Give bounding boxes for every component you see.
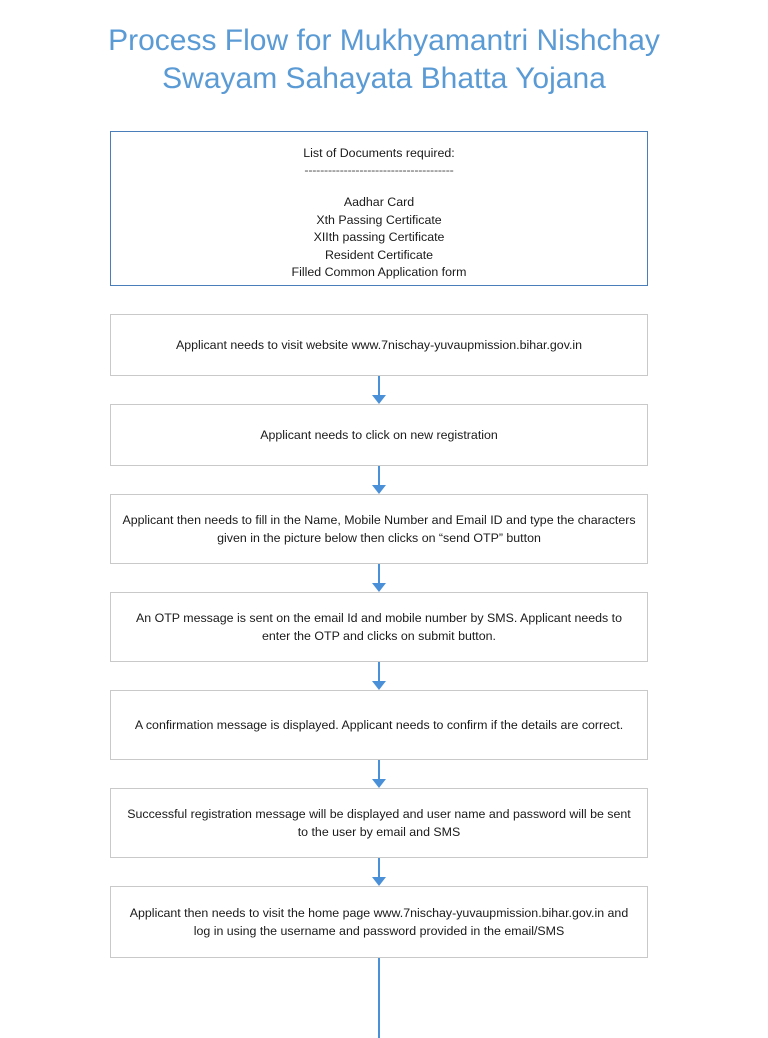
step-text: Successful registration message will be … xyxy=(127,807,631,839)
list-item: Aadhar Card xyxy=(343,195,415,209)
step-box-successful-registration: Successful registration message will be … xyxy=(110,788,648,858)
documents-required-box: List of Documents required: ------------… xyxy=(110,131,648,286)
list-item: Filled Common Application form xyxy=(291,265,467,279)
arrow-stem xyxy=(378,858,380,878)
arrow-stem xyxy=(378,958,380,1038)
arrow-stem xyxy=(378,760,380,780)
documents-heading: List of Documents required: xyxy=(303,146,455,160)
step-text: Applicant needs to visit website www.7ni… xyxy=(175,338,583,352)
arrow-down-icon xyxy=(372,395,386,404)
connector-arrow-3 xyxy=(110,564,648,592)
arrow-down-icon xyxy=(372,877,386,886)
step-box-new-registration: Applicant needs to click on new registra… xyxy=(110,404,648,466)
step-box-login-home-page: Applicant then needs to visit the home p… xyxy=(110,886,648,958)
step-text: Applicant needs to click on new registra… xyxy=(260,428,498,442)
list-item: Xth Passing Certificate xyxy=(316,212,442,227)
step-box-confirmation-message: A confirmation message is displayed. App… xyxy=(110,690,648,760)
arrow-down-icon xyxy=(372,485,386,494)
step-box-otp-message: An OTP message is sent on the email Id a… xyxy=(110,592,648,662)
step-text: A confirmation message is displayed. App… xyxy=(134,718,624,732)
arrow-down-icon xyxy=(372,779,386,788)
list-item: Resident Certificate xyxy=(324,247,434,262)
documents-list: Aadhar Card Xth Passing Certificate XIIt… xyxy=(121,194,637,282)
arrow-stem xyxy=(378,564,380,584)
step-text: Applicant then needs to fill in the Name… xyxy=(122,513,636,545)
arrow-down-icon xyxy=(372,583,386,592)
list-item: XIIth passing Certificate xyxy=(313,230,445,244)
connector-arrow-5 xyxy=(110,760,648,788)
page-title: Process Flow for Mukhyamantri Nishchay S… xyxy=(40,22,728,98)
page-title-line-1: Process Flow for Mukhyamantri Nishchay xyxy=(108,24,660,57)
step-box-fill-details: Applicant then needs to fill in the Name… xyxy=(110,494,648,564)
arrow-stem xyxy=(378,376,380,396)
process-flow: List of Documents required: ------------… xyxy=(110,131,648,1038)
connector-line-continues xyxy=(110,958,648,1038)
step-text: An OTP message is sent on the email Id a… xyxy=(135,611,623,643)
connector-arrow-1 xyxy=(110,376,648,404)
arrow-down-icon xyxy=(372,681,386,690)
connector-arrow-4 xyxy=(110,662,648,690)
arrow-stem xyxy=(378,662,380,682)
step-text: Applicant then needs to visit the home p… xyxy=(129,906,629,938)
connector-spacer-docs xyxy=(110,286,648,314)
documents-separator: -------------------------------------- xyxy=(304,163,454,177)
connector-arrow-6 xyxy=(110,858,648,886)
arrow-stem xyxy=(378,466,380,486)
page-title-line-2: Swayam Sahayata Bhatta Yojana xyxy=(162,62,606,95)
step-box-visit-website: Applicant needs to visit website www.7ni… xyxy=(110,314,648,376)
connector-arrow-2 xyxy=(110,466,648,494)
